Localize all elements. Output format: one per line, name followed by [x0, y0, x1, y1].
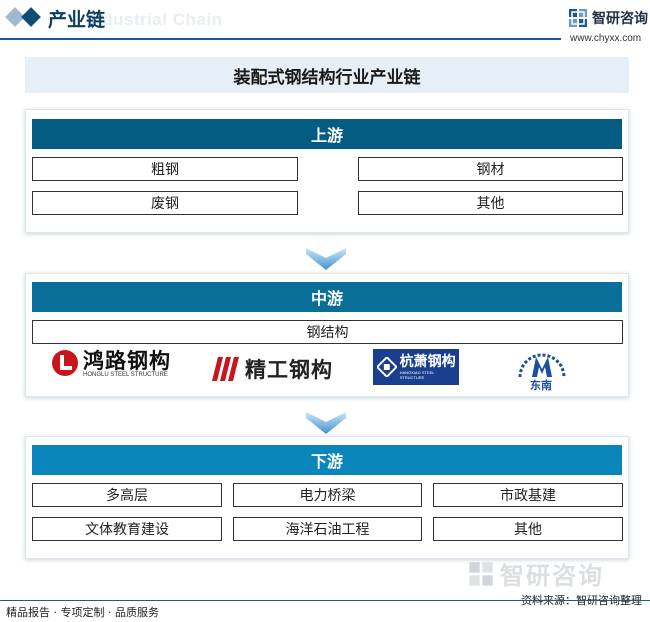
brand-name: 智研咨询 — [592, 11, 648, 27]
hangxiao-sub: HANGXIAO STEEL STRUCTURE — [399, 370, 435, 380]
upstream-item: 钢材 — [358, 157, 623, 181]
flow-arrow-icon — [306, 248, 346, 270]
downstream-section: 下游 多高层 电力桥梁 市政基建 文体教育建设 海洋石油工程 其他 — [25, 436, 629, 559]
footer-tagline: 精品报告 · 专项定制 · 品质服务 — [6, 606, 159, 619]
jinggong-logo: 精工钢构 — [212, 354, 333, 384]
hangxiao-logo: 杭萧钢构 HANGXIAO STEEL STRUCTURE — [373, 349, 459, 385]
dongnan-name: 东南 — [530, 379, 552, 392]
midstream-section: 中游 钢结构 鸿路钢构 HONGLU STEEL STRUCTURE 精工钢构 … — [25, 273, 629, 397]
footer-watermark: 智研咨询 — [468, 556, 604, 591]
main-title: 装配式钢结构行业产业链 — [233, 67, 421, 88]
header-watermark: Industrial Chain — [86, 10, 223, 29]
main-title-banner: 装配式钢结构行业产业链 — [25, 57, 629, 93]
hangxiao-emblem-icon — [377, 357, 397, 377]
dongnan-logo: 东南 — [514, 347, 570, 393]
honglu-logo: 鸿路钢构 HONGLU STEEL STRUCTURE — [51, 349, 171, 379]
upstream-item: 粗钢 — [32, 157, 298, 181]
honglu-name: 鸿路钢构 — [83, 349, 171, 373]
upstream-item: 废钢 — [32, 191, 298, 215]
downstream-item: 其他 — [433, 517, 623, 541]
downstream-item: 市政基建 — [433, 483, 623, 507]
header-title: 产业链 — [48, 9, 106, 31]
brand: 智研咨询 — [568, 8, 648, 28]
flow-arrow-icon — [306, 412, 346, 434]
downstream-item: 文体教育建设 — [32, 517, 222, 541]
upstream-label: 上游 — [310, 126, 343, 145]
footer-rule — [0, 600, 650, 601]
downstream-band: 下游 — [32, 445, 622, 475]
watermark-logo-icon — [469, 561, 493, 586]
dongnan-emblem-icon — [518, 353, 566, 378]
header-diamond-dark — [21, 7, 41, 27]
header-rule — [0, 38, 561, 40]
downstream-item: 多高层 — [32, 483, 222, 507]
downstream-item: 海洋石油工程 — [233, 517, 422, 541]
honglu-emblem-icon — [52, 350, 78, 376]
brand-logo-icon — [569, 9, 587, 27]
jinggong-name: 精工钢构 — [245, 358, 333, 382]
brand-url: www.chyxx.com — [570, 33, 642, 44]
honglu-sub: HONGLU STEEL STRUCTURE — [83, 372, 168, 378]
upstream-section: 上游 粗钢 钢材 废钢 其他 — [25, 109, 629, 233]
midstream-label: 中游 — [310, 289, 343, 308]
upstream-band: 上游 — [32, 119, 622, 149]
footer-watermark-text: 智研咨询 — [500, 562, 604, 590]
jinggong-emblem-icon — [212, 357, 239, 381]
hangxiao-name: 杭萧钢构 — [399, 354, 456, 370]
midstream-band: 中游 — [32, 282, 622, 312]
downstream-label: 下游 — [310, 452, 343, 471]
downstream-item: 电力桥梁 — [233, 483, 422, 507]
midstream-item: 钢结构 — [32, 320, 623, 344]
upstream-item: 其他 — [358, 191, 623, 215]
